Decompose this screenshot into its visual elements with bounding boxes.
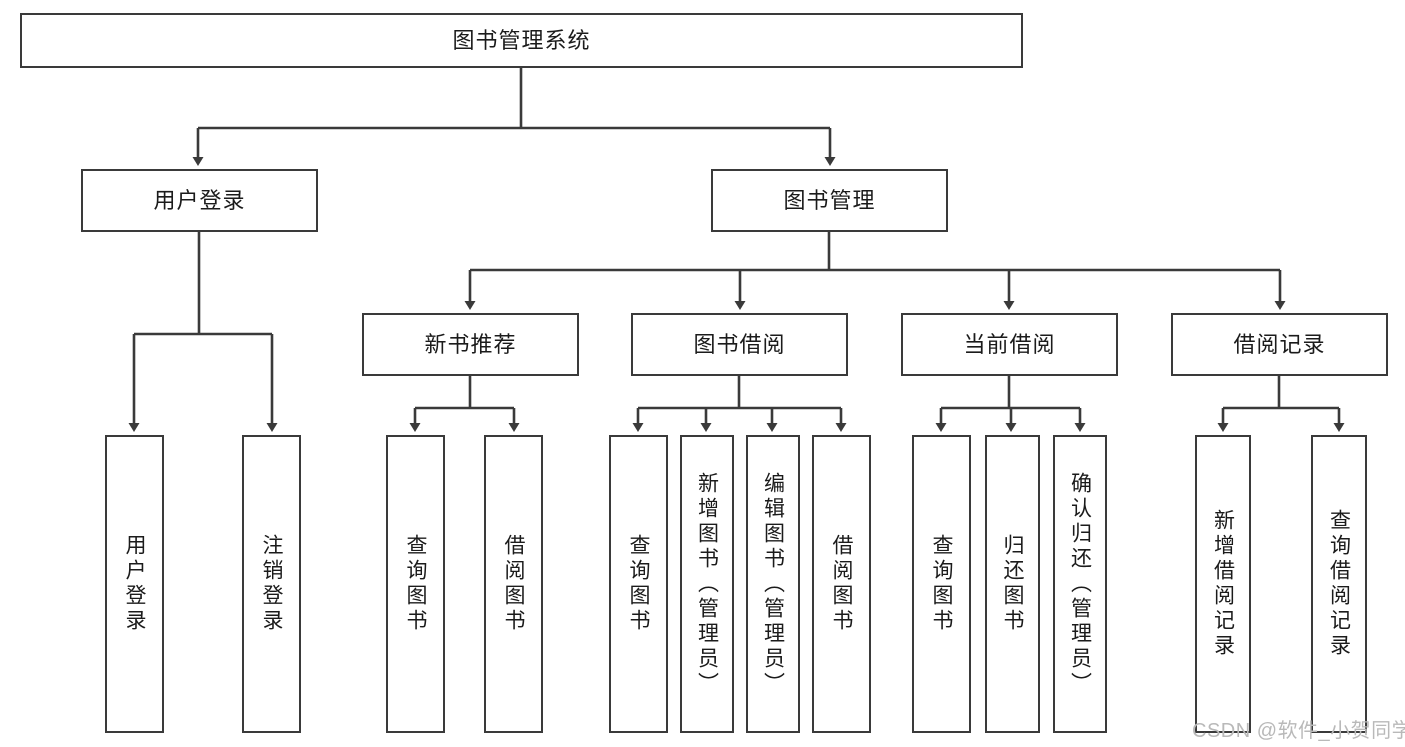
node-new-book-recommend-label: 新书推荐 bbox=[424, 331, 517, 357]
node-leaf-query-book-borrow-label: 查询图书 bbox=[627, 534, 650, 634]
node-leaf-add-book-label: 新增图书（管理员） bbox=[695, 471, 719, 697]
csdn-watermark: CSDN @软件_小贺同学 bbox=[1192, 720, 1405, 742]
node-leaf-return-book-label: 归还图书 bbox=[1001, 534, 1024, 634]
node-current-borrow[interactable]: 当前借阅 bbox=[901, 313, 1118, 376]
node-leaf-borrow-book-rec-label: 借阅图书 bbox=[502, 534, 525, 634]
node-book-manage[interactable]: 图书管理 bbox=[711, 169, 948, 232]
node-book-borrow-label: 图书借阅 bbox=[693, 331, 786, 357]
node-book-manage-label: 图书管理 bbox=[783, 187, 876, 213]
node-leaf-edit-book[interactable]: 编辑图书（管理员） bbox=[746, 435, 800, 733]
node-leaf-user-login[interactable]: 用户登录 bbox=[105, 435, 164, 733]
node-book-borrow[interactable]: 图书借阅 bbox=[631, 313, 848, 376]
node-leaf-borrow-book-label: 借阅图书 bbox=[830, 534, 853, 634]
node-leaf-query-record[interactable]: 查询借阅记录 bbox=[1311, 435, 1367, 733]
node-user-login[interactable]: 用户登录 bbox=[81, 169, 318, 232]
node-leaf-add-record-label: 新增借阅记录 bbox=[1211, 509, 1235, 659]
node-leaf-borrow-book[interactable]: 借阅图书 bbox=[812, 435, 871, 733]
node-leaf-confirm-return-label: 确认归还（管理员） bbox=[1068, 471, 1092, 697]
node-leaf-query-book-borrow[interactable]: 查询图书 bbox=[609, 435, 668, 733]
node-leaf-query-record-label: 查询借阅记录 bbox=[1327, 509, 1351, 659]
node-root-label: 图书管理系统 bbox=[452, 27, 591, 53]
node-leaf-logout-label: 注销登录 bbox=[260, 534, 283, 634]
node-current-borrow-label: 当前借阅 bbox=[963, 331, 1056, 357]
node-leaf-add-record[interactable]: 新增借阅记录 bbox=[1195, 435, 1251, 733]
node-user-login-label: 用户登录 bbox=[153, 187, 246, 213]
node-leaf-query-book-cur-label: 查询图书 bbox=[930, 534, 953, 634]
node-leaf-query-book-rec-label: 查询图书 bbox=[404, 534, 427, 634]
node-leaf-query-book-rec[interactable]: 查询图书 bbox=[386, 435, 445, 733]
node-leaf-query-book-cur[interactable]: 查询图书 bbox=[912, 435, 971, 733]
node-leaf-add-book[interactable]: 新增图书（管理员） bbox=[680, 435, 734, 733]
node-leaf-confirm-return[interactable]: 确认归还（管理员） bbox=[1053, 435, 1107, 733]
node-leaf-return-book[interactable]: 归还图书 bbox=[985, 435, 1040, 733]
node-leaf-edit-book-label: 编辑图书（管理员） bbox=[761, 471, 785, 697]
node-borrow-record-label: 借阅记录 bbox=[1233, 331, 1326, 357]
node-new-book-recommend[interactable]: 新书推荐 bbox=[362, 313, 579, 376]
node-leaf-user-login-label: 用户登录 bbox=[123, 534, 146, 634]
node-leaf-logout[interactable]: 注销登录 bbox=[242, 435, 301, 733]
node-borrow-record[interactable]: 借阅记录 bbox=[1171, 313, 1388, 376]
node-root[interactable]: 图书管理系统 bbox=[20, 13, 1023, 68]
node-leaf-borrow-book-rec[interactable]: 借阅图书 bbox=[484, 435, 543, 733]
